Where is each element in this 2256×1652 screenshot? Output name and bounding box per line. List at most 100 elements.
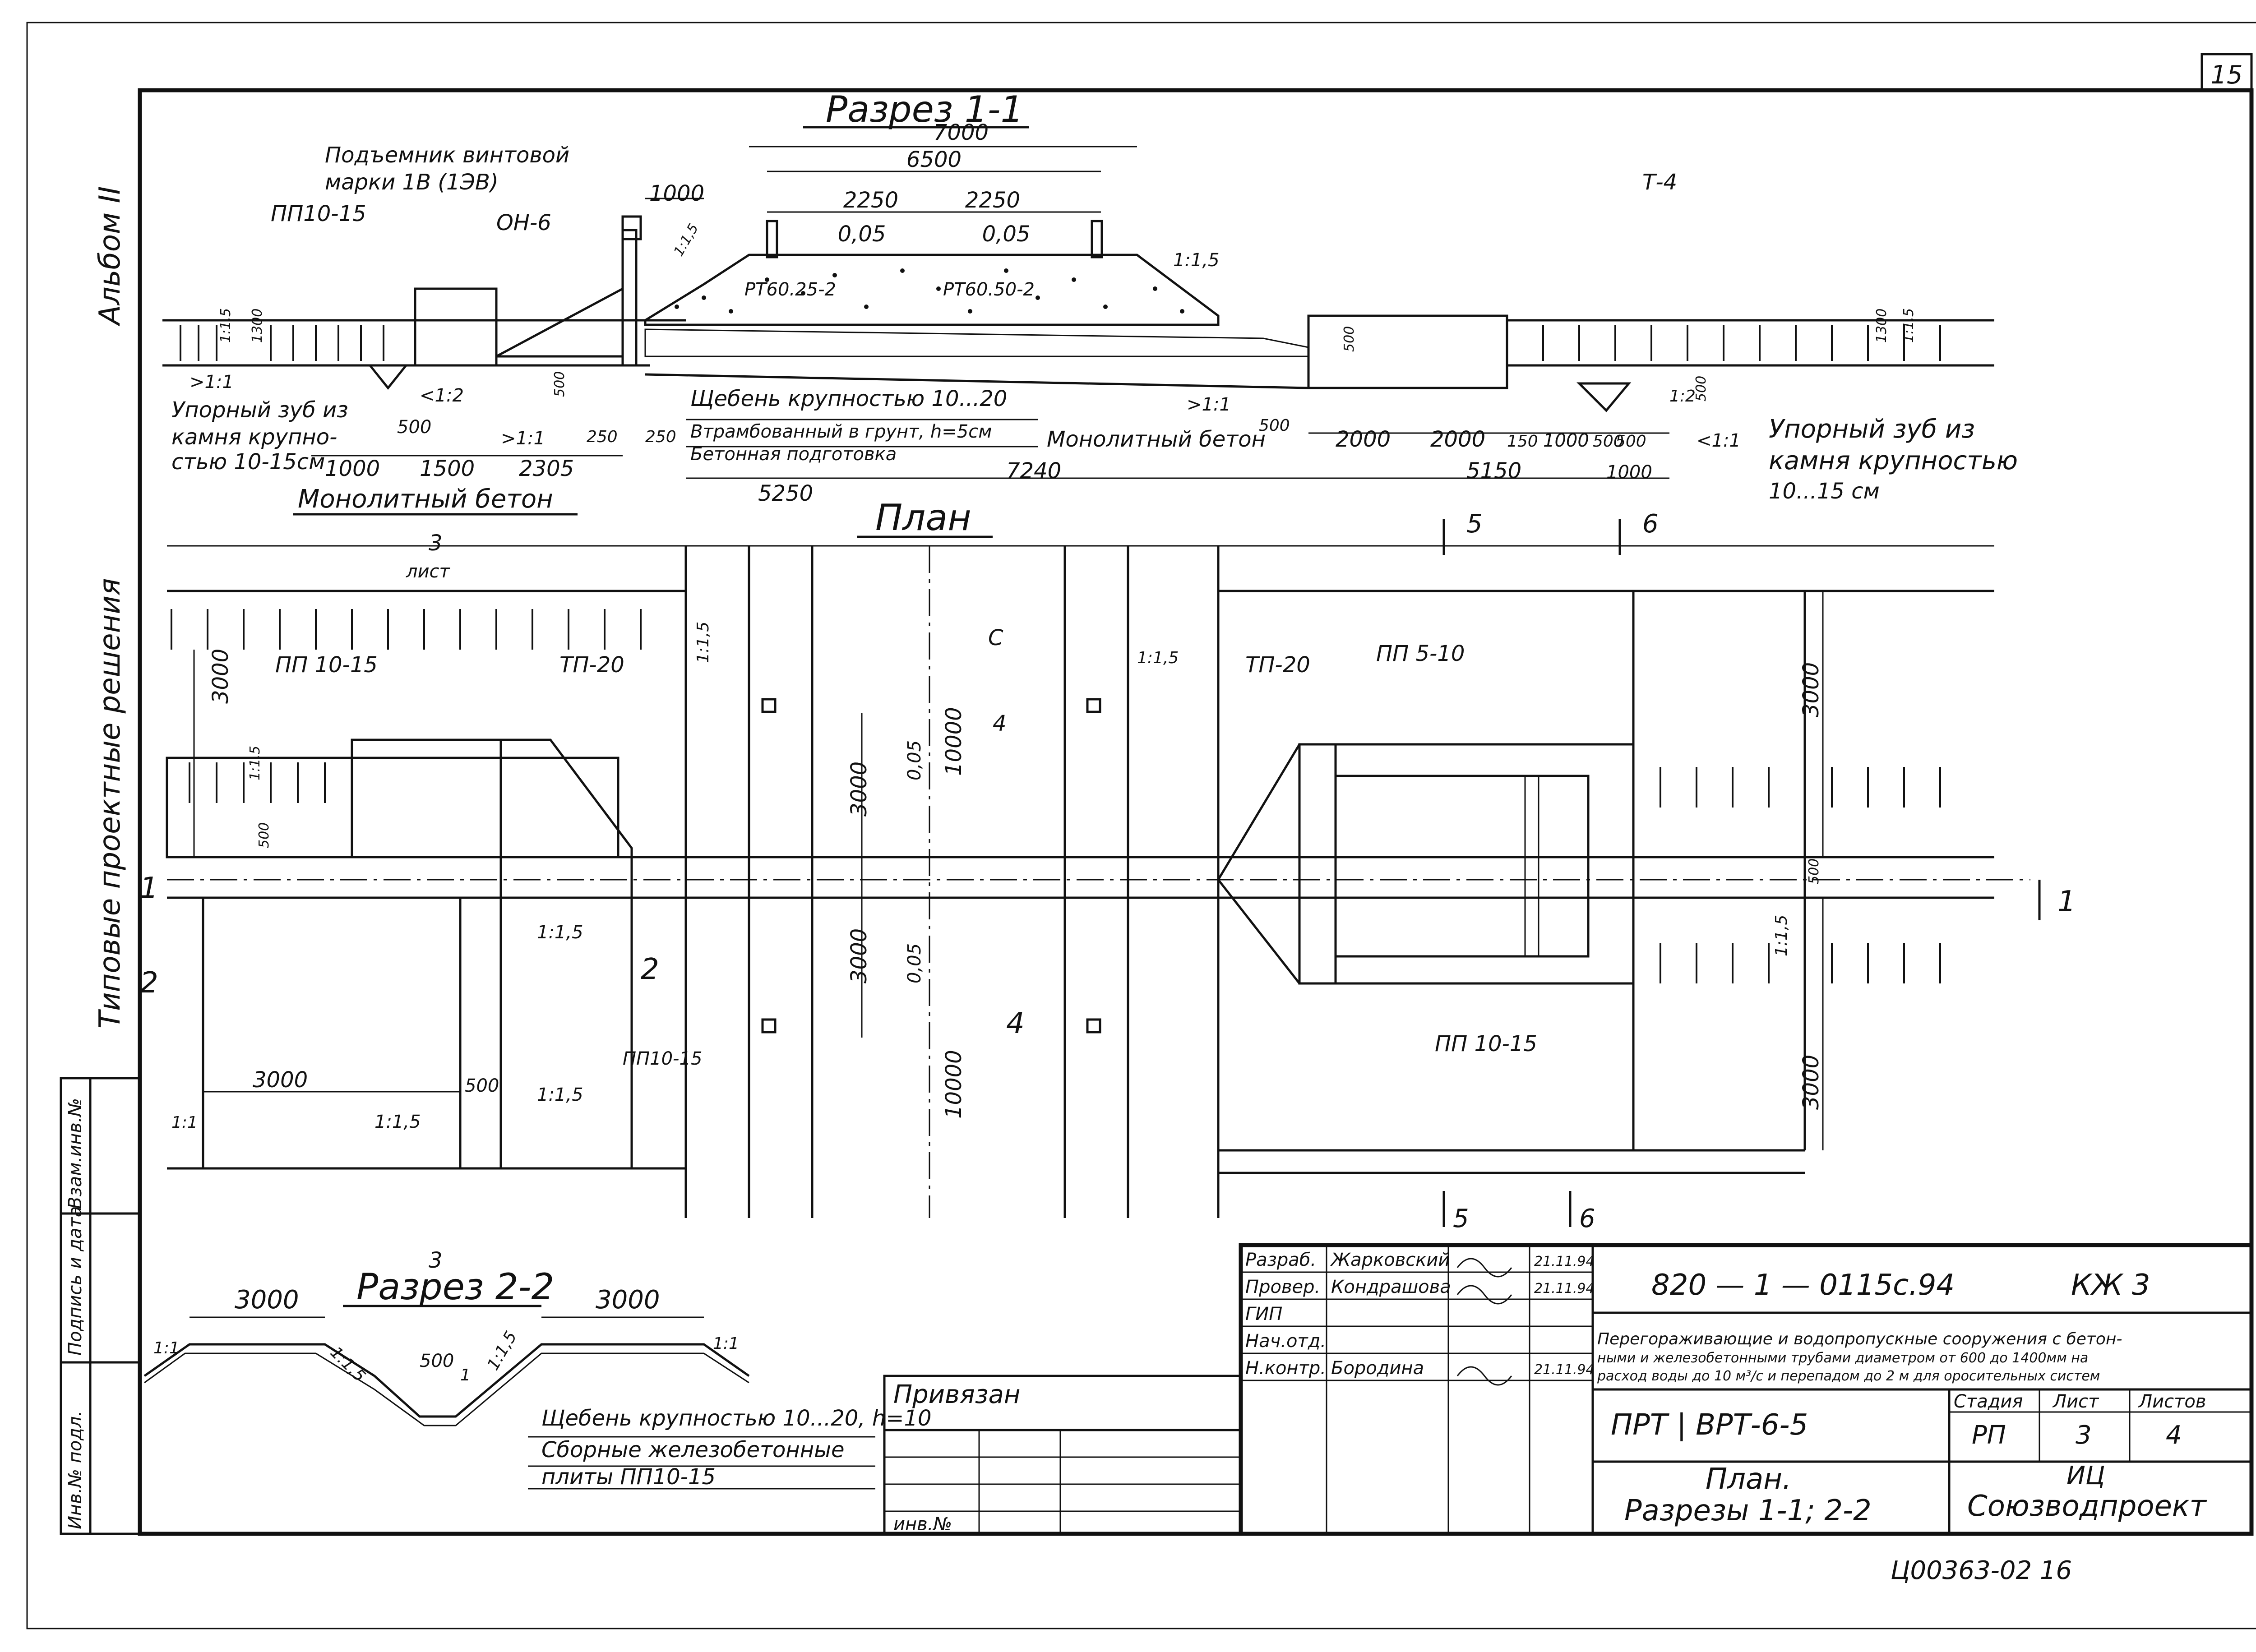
svg-text:500: 500 [552, 371, 568, 397]
svg-text:3: 3 [429, 1248, 443, 1273]
svg-text:3000: 3000 [1798, 1055, 1824, 1110]
svg-text:500: 500 [465, 1075, 499, 1096]
left-stamp-column [60, 1077, 141, 1535]
svg-text:1000: 1000 [1543, 430, 1589, 451]
sheet-number: 15 [2210, 60, 2242, 90]
inner-frame [138, 88, 2254, 1536]
section22-title: Разрез 2-2 [356, 1266, 554, 1308]
svg-text:4: 4 [993, 711, 1007, 736]
svg-text:1:1: 1:1 [713, 1334, 739, 1353]
svg-text:камня крупно-: камня крупно- [171, 425, 337, 450]
svg-text:марки 1В (1ЭВ): марки 1В (1ЭВ) [325, 170, 499, 195]
svg-text:500: 500 [1806, 858, 1822, 884]
svg-text:плиты ПП10-15: плиты ПП10-15 [541, 1464, 716, 1490]
svg-text:Союзводпроект: Союзводпроект [1967, 1490, 2207, 1523]
svg-text:150: 150 [1507, 432, 1538, 451]
svg-text:КЖ 3: КЖ 3 [2071, 1269, 2150, 1302]
svg-text:РТ60.50-2: РТ60.50-2 [943, 279, 1035, 300]
svg-text:ОН-6: ОН-6 [496, 210, 551, 235]
side-label-typical: Типовые проектные решения [93, 578, 127, 1029]
section11-title: Разрез 1-1 [826, 88, 1023, 130]
on6-block [495, 286, 624, 358]
svg-text:1:1,5: 1:1,5 [1901, 308, 1917, 343]
svg-text:3: 3 [429, 531, 443, 556]
svg-text:500: 500 [256, 822, 272, 848]
svg-text:1:1: 1:1 [153, 1339, 180, 1357]
svg-text:Упорный зуб из: Упорный зуб из [1769, 415, 1975, 444]
svg-text:2000: 2000 [1336, 427, 1391, 452]
svg-text:1:1,5: 1:1,5 [1173, 250, 1220, 271]
svg-text:7240: 7240 [1006, 458, 1061, 484]
svg-text:1300: 1300 [250, 309, 265, 343]
svg-text:3: 3 [2076, 1421, 2092, 1450]
svg-text:5150: 5150 [1466, 458, 1521, 484]
svg-text:Монолитный бетон: Монолитный бетон [1047, 427, 1266, 452]
outer-frame [26, 22, 2256, 1629]
plan-left-hatch [171, 609, 642, 803]
svg-text:Подъемник винтовой: Подъемник винтовой [325, 143, 569, 168]
col-label-3: Инв.№ подл. [65, 1411, 86, 1529]
svg-text:Привязан: Привязан [893, 1380, 1020, 1409]
svg-text:1:2: 1:2 [1669, 387, 1696, 406]
svg-text:0,05: 0,05 [982, 221, 1031, 247]
svg-text:500: 500 [1693, 376, 1709, 401]
svg-text:2250: 2250 [965, 188, 1020, 213]
svg-text:1:1,5: 1:1,5 [537, 922, 583, 943]
sheet-number-box [2201, 53, 2253, 92]
svg-text:2305: 2305 [519, 456, 574, 481]
svg-text:0,05: 0,05 [904, 943, 925, 983]
svg-text:ПРТ | ВРТ-6-5: ПРТ | ВРТ-6-5 [1611, 1408, 1808, 1442]
svg-text:3000: 3000 [235, 1285, 299, 1315]
svg-text:21.11.94: 21.11.94 [1534, 1281, 1595, 1297]
svg-text:1:1,5: 1:1,5 [247, 746, 263, 780]
svg-text:3000: 3000 [846, 761, 872, 817]
svg-text:3000: 3000 [1798, 662, 1824, 717]
svg-text:Разрезы 1-1; 2-2: Разрезы 1-1; 2-2 [1624, 1494, 1872, 1527]
svg-text:Сборные железобетонные: Сборные железобетонные [541, 1437, 845, 1463]
svg-text:стью 10-15см: стью 10-15см [171, 449, 325, 475]
svg-text:Перегораживающие и водопропуск: Перегораживающие и водопропускные сооруж… [1597, 1330, 2122, 1348]
svg-text:1:1,5: 1:1,5 [218, 308, 234, 343]
svg-text:3000: 3000 [846, 928, 872, 983]
privyazan-block: Привязан инв.№ [883, 1375, 1242, 1535]
left-bank-hatch [180, 325, 384, 361]
title-block: Разраб. Провер. ГИП Нач.отд. Н.контр. Жа… [1239, 1243, 2254, 1536]
svg-text:<1:1: <1:1 [1697, 430, 1741, 451]
svg-text:Втрамбованный в грунт, h=5см: Втрамбованный в грунт, h=5см [690, 421, 992, 442]
svg-text:500: 500 [1341, 326, 1357, 352]
bottom-code: Ц00363-02 16 [1891, 1556, 2072, 1585]
svg-text:1:1: 1:1 [171, 1113, 198, 1132]
svg-text:1500: 1500 [420, 456, 475, 481]
svg-text:3000: 3000 [596, 1285, 660, 1315]
svg-text:Листов: Листов [2138, 1391, 2206, 1412]
svg-text:Бетонная подготовка: Бетонная подготовка [690, 444, 897, 465]
svg-text:Бородина: Бородина [1331, 1358, 1424, 1379]
svg-text:21.11.94: 21.11.94 [1534, 1362, 1595, 1378]
signature-3 [1456, 1366, 1512, 1386]
svg-text:С: С [988, 625, 1003, 651]
svg-text:6500: 6500 [906, 147, 962, 172]
svg-text:1000: 1000 [325, 456, 380, 481]
svg-text:250: 250 [587, 428, 618, 446]
right-bank-hatch [1542, 325, 1941, 361]
svg-text:2: 2 [641, 953, 659, 986]
svg-text:1300: 1300 [1874, 309, 1890, 343]
svg-text:1:1,5: 1:1,5 [374, 1112, 421, 1132]
svg-text:250: 250 [645, 428, 676, 446]
embankment [644, 254, 1220, 326]
svg-text:2: 2 [140, 966, 158, 1000]
svg-text:ТП-20: ТП-20 [559, 652, 624, 678]
svg-text:инв.№: инв.№ [893, 1514, 952, 1535]
svg-text:1:1,5: 1:1,5 [694, 622, 712, 663]
hoist [621, 229, 638, 367]
svg-text:6: 6 [1642, 509, 1659, 539]
svg-text:1:1,5: 1:1,5 [1772, 915, 1791, 956]
svg-text:ными и железобетонными трубами: ными и железобетонными трубами диаметром… [1597, 1350, 2088, 1366]
svg-text:500: 500 [1615, 432, 1646, 451]
svg-text:1:1,5: 1:1,5 [537, 1084, 583, 1105]
svg-text:камня крупностью: камня крупностью [1769, 446, 2018, 475]
svg-text:ИЦ: ИЦ [2066, 1461, 2105, 1490]
svg-text:План.: План. [1706, 1463, 1791, 1496]
